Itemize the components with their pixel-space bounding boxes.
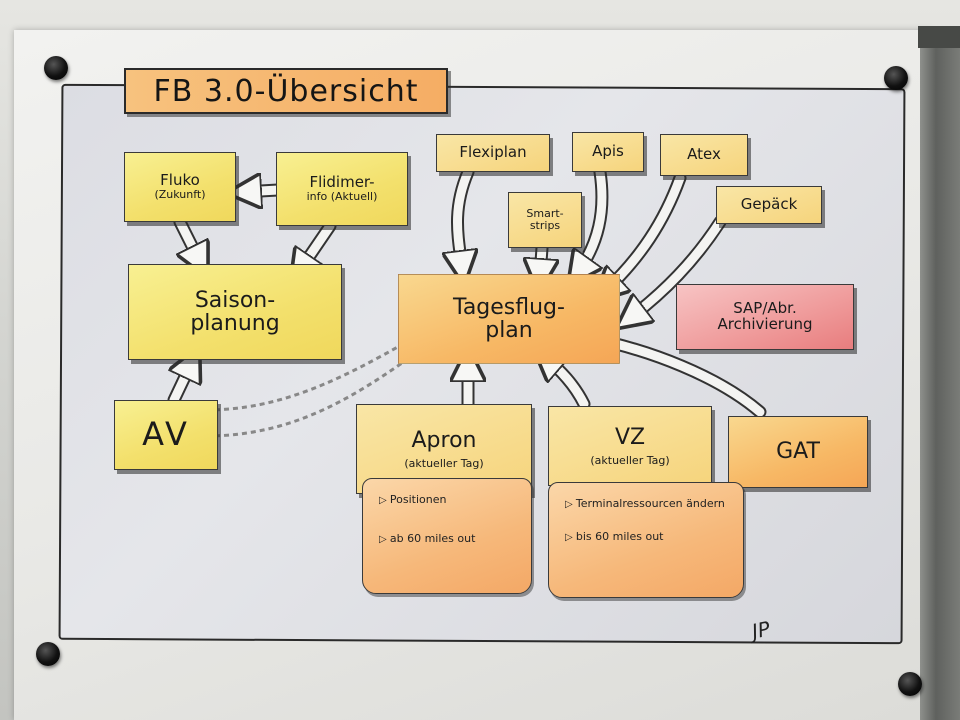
node-flexiplan-label: Flexiplan	[459, 143, 527, 162]
whiteboard-frame-corner	[918, 26, 960, 48]
node-gat-label: GAT	[776, 439, 820, 465]
magnet-bottom-right	[898, 672, 922, 696]
node-gat: GAT	[728, 416, 868, 488]
node-smartstrips-sublabel: strips	[529, 219, 561, 232]
node-vz: VZ (aktueller Tag)	[548, 406, 712, 486]
node-flexiplan: Flexiplan	[436, 134, 550, 172]
node-atex: Atex	[660, 134, 748, 176]
node-smartstrips: Smart- strips	[508, 192, 582, 248]
magnet-bottom-left	[36, 642, 60, 666]
whiteboard-frame	[920, 30, 960, 720]
node-saisonplanung: Saison- planung	[128, 264, 342, 360]
node-fluko: Fluko (Zukunft)	[124, 152, 236, 222]
scroll-apron-item-2: ab 60 miles out	[379, 532, 515, 545]
node-flidimer-sublabel: info (Aktuell)	[306, 190, 378, 204]
node-apis: Apis	[572, 132, 644, 172]
node-gepaeck: Gepäck	[716, 186, 822, 224]
magnet-top-right	[884, 66, 908, 90]
scroll-apron-details: Positionen ab 60 miles out	[362, 478, 532, 594]
node-av-label: AV	[142, 415, 190, 454]
scroll-vz-details: Terminalressourcen ändern bis 60 miles o…	[548, 482, 744, 598]
magnet-top-left	[44, 56, 68, 80]
node-vz-sublabel: (aktueller Tag)	[590, 453, 670, 467]
node-saison-sublabel: planung	[190, 311, 280, 336]
node-smartstrips-label: Smart-	[526, 207, 564, 221]
scroll-vz-item-2: bis 60 miles out	[565, 530, 727, 543]
node-sap-label: SAP/Abr.	[733, 299, 797, 318]
scroll-vz-item-1: Terminalressourcen ändern	[565, 497, 727, 510]
node-av: AV	[114, 400, 218, 470]
node-sap-sublabel: Archivierung	[717, 315, 813, 333]
node-saison-label: Saison-	[194, 287, 276, 313]
node-tagesflugplan-label: Tagesflug-	[453, 294, 565, 320]
node-apis-label: Apis	[592, 142, 624, 161]
node-vz-label: VZ	[614, 424, 646, 450]
node-tagesflugplan: Tagesflug- plan	[398, 274, 620, 364]
node-sap-archivierung: SAP/Abr. Archivierung	[676, 284, 854, 350]
node-fluko-label: Fluko	[160, 171, 200, 190]
node-flidimer: Flidimer- info (Aktuell)	[276, 152, 408, 226]
scroll-apron-item-1: Positionen	[379, 493, 515, 506]
page-title: FB 3.0-Übersicht	[124, 68, 448, 114]
node-gepaeck-label: Gepäck	[740, 195, 798, 214]
dashed-arrow-av-to-tagesflugplan	[205, 338, 411, 412]
node-apron-label: Apron	[411, 427, 477, 453]
node-fluko-sublabel: (Zukunft)	[154, 188, 206, 202]
node-flidimer-label: Flidimer-	[309, 173, 375, 192]
node-atex-label: Atex	[687, 145, 721, 164]
node-tagesflugplan-sublabel: plan	[485, 318, 533, 343]
node-apron-sublabel: (aktueller Tag)	[404, 456, 484, 470]
